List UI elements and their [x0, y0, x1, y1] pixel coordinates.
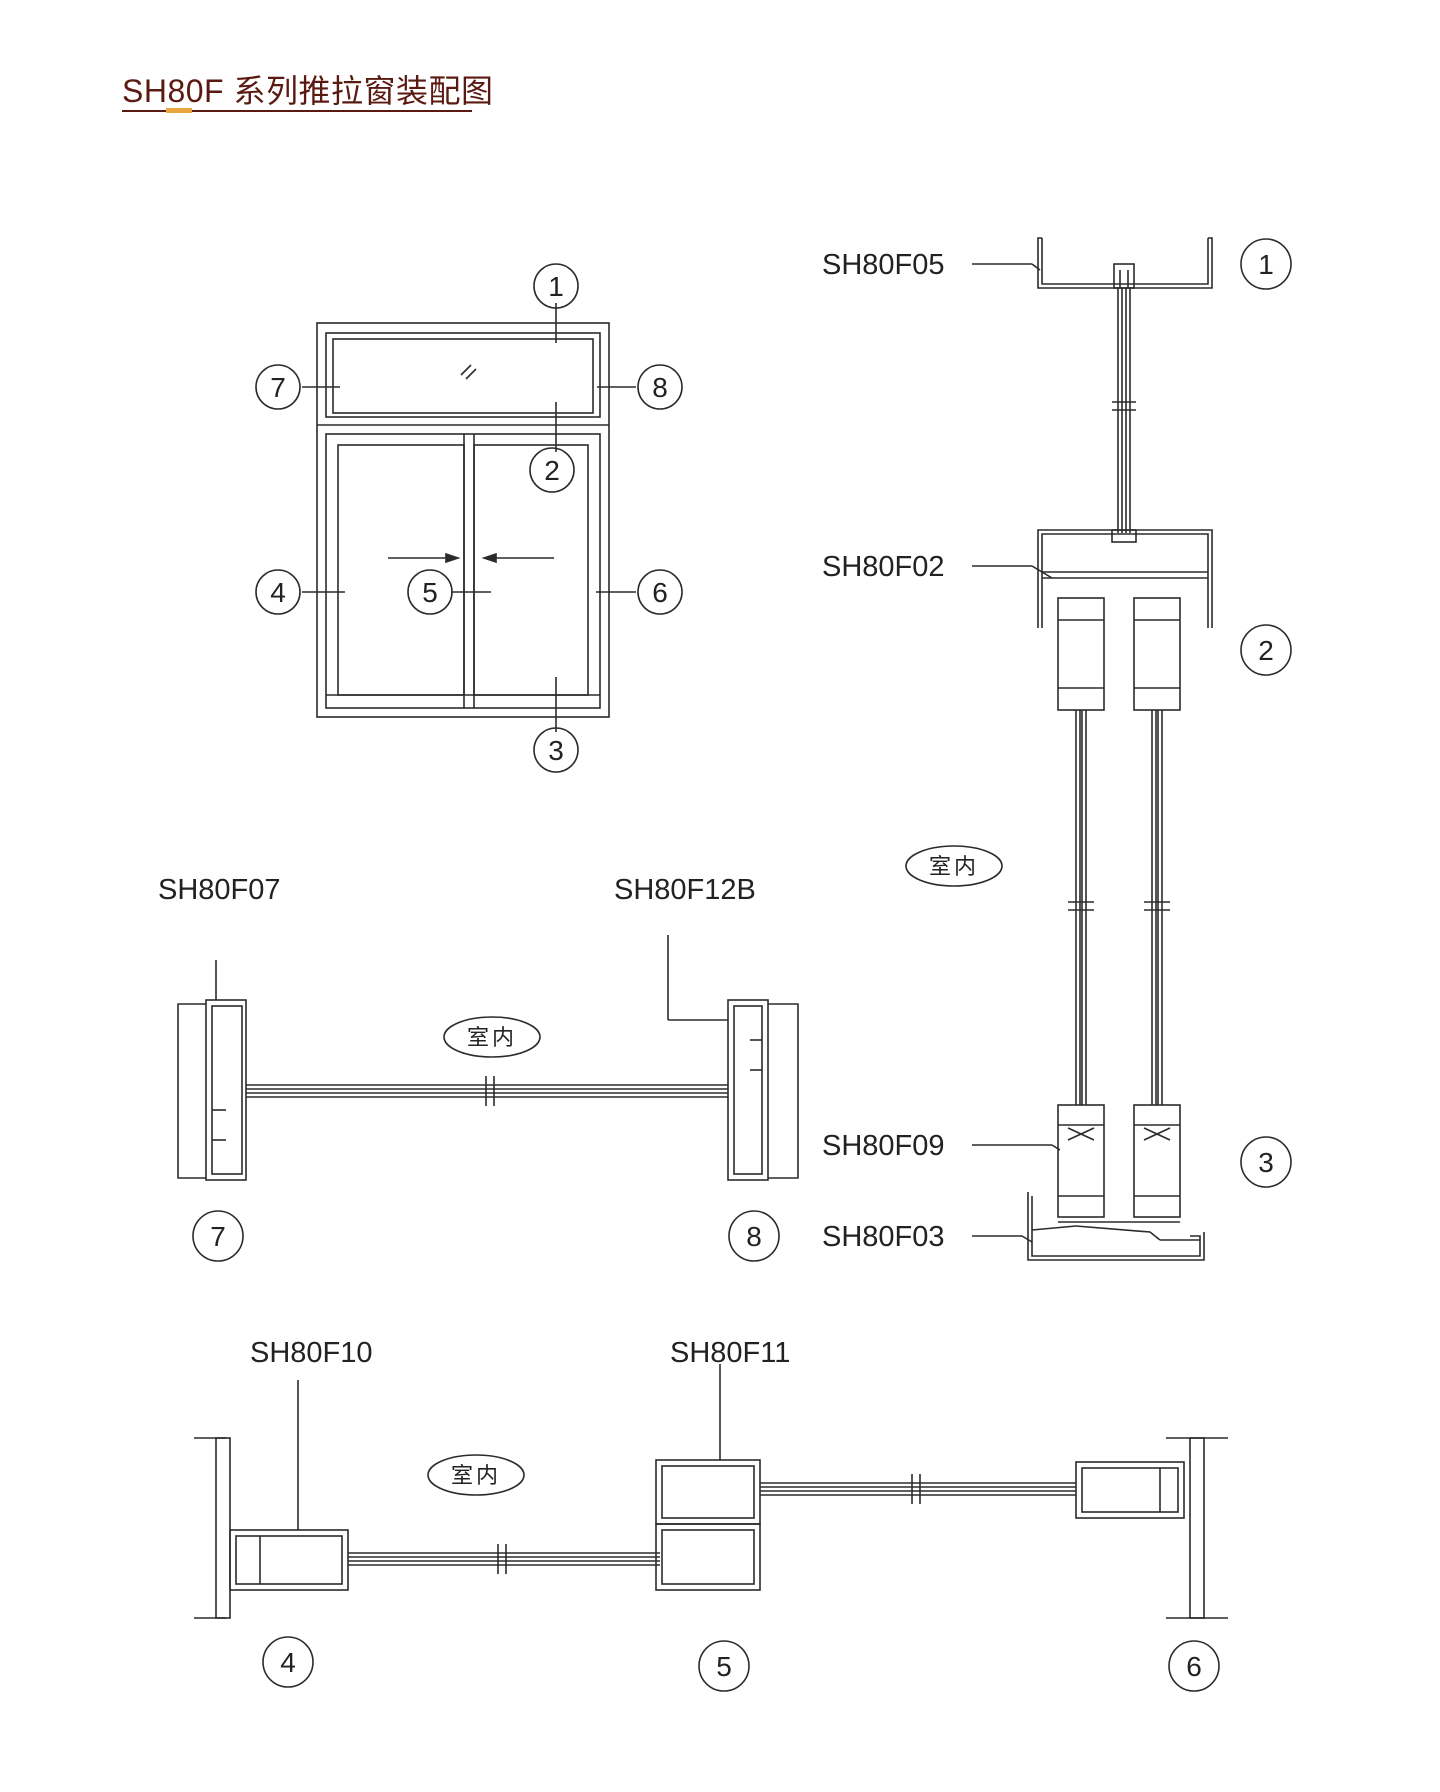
- callout-number: 5: [422, 577, 438, 608]
- title-underline: [122, 110, 472, 112]
- vertical-section-leaders: [972, 263, 1061, 1243]
- section-4-5-6: [194, 1364, 1228, 1619]
- part-label-f12b: SH80F12B: [614, 874, 756, 906]
- callout-number: 1: [1258, 249, 1274, 280]
- title-accent-mark: [166, 108, 192, 113]
- part-label-f05: SH80F05: [822, 249, 945, 281]
- interior-label: 室内: [929, 854, 979, 879]
- part-label-f09: SH80F09: [822, 1130, 945, 1162]
- part-label-f11: SH80F11: [670, 1337, 790, 1369]
- callout-numbers: 1 7 8 2 4 5 6 3 1 2 3 7 8 4 5 6: [210, 249, 1274, 1682]
- interior-ellipse: [905, 845, 1003, 887]
- callouts: [192, 238, 1292, 1692]
- callout-number: 7: [210, 1221, 226, 1252]
- callout-number: 4: [280, 1647, 296, 1678]
- part-label-f03: SH80F03: [822, 1221, 945, 1253]
- part-label-f10: SH80F10: [250, 1337, 373, 1369]
- interior-label: 室内: [451, 1463, 501, 1488]
- callout-number: 3: [1258, 1147, 1274, 1178]
- callout-number: 6: [652, 577, 668, 608]
- part-label-f07: SH80F07: [158, 874, 281, 906]
- interior-label: 室内: [467, 1025, 517, 1050]
- vertical-section: [1027, 237, 1213, 1261]
- callout-number: 2: [1258, 635, 1274, 666]
- callout-number: 6: [1186, 1651, 1202, 1682]
- callout-number: 8: [652, 372, 668, 403]
- section-7-8: [177, 935, 799, 1181]
- interior-ellipse: [427, 1454, 525, 1496]
- callout-number: 1: [548, 271, 564, 302]
- callout-number: 3: [548, 735, 564, 766]
- part-label-f02: SH80F02: [822, 551, 945, 583]
- callout-number: 7: [270, 372, 286, 403]
- callout-number: 4: [270, 577, 286, 608]
- interior-ellipse: [443, 1016, 541, 1058]
- window-elevation: [302, 303, 636, 732]
- callout-number: 5: [716, 1651, 732, 1682]
- page-title: SH80F 系列推拉窗装配图: [122, 73, 494, 109]
- callout-number: 8: [746, 1221, 762, 1252]
- callout-number: 2: [544, 455, 560, 486]
